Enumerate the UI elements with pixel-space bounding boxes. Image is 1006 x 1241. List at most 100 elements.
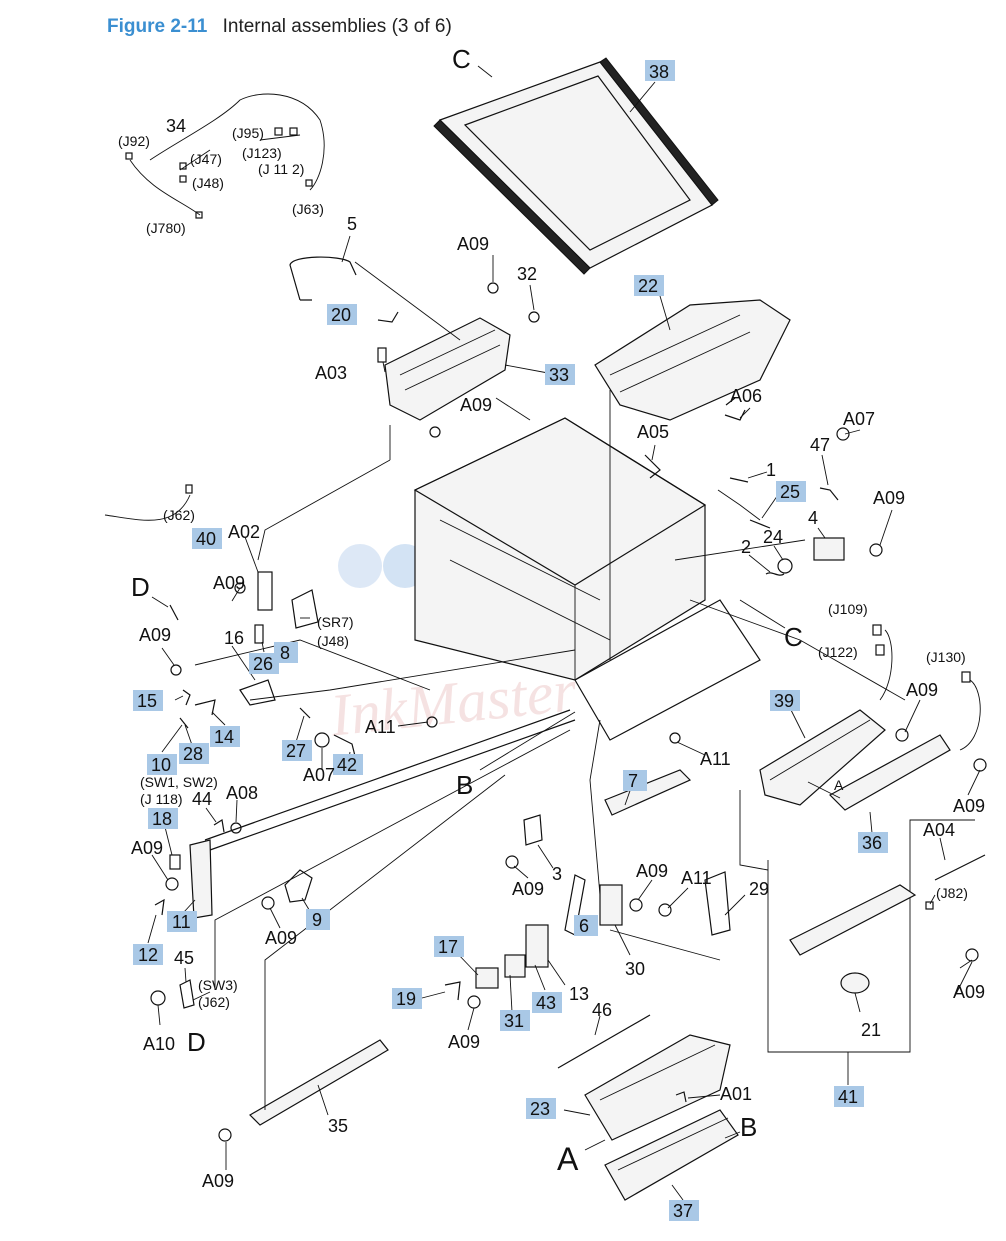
connector-j62-top bbox=[185, 484, 193, 494]
callout-37: 37 bbox=[673, 1201, 693, 1221]
connector-j63 bbox=[305, 179, 313, 187]
spring-20 bbox=[377, 311, 399, 323]
chassis-body bbox=[414, 417, 706, 681]
callout-j109: (J109) bbox=[828, 601, 868, 617]
transfer-belt-roller-right bbox=[599, 57, 719, 206]
callout-a09-35: A09 bbox=[202, 1171, 234, 1191]
callout-17: 17 bbox=[438, 937, 458, 957]
callout-32: 32 bbox=[517, 264, 537, 284]
gear-31 bbox=[504, 954, 526, 978]
callout-16: 16 bbox=[224, 628, 244, 648]
callout-j112: (J 11 2) bbox=[258, 161, 304, 177]
callout-a07-right: A07 bbox=[843, 409, 875, 429]
screw-a09-mid bbox=[170, 664, 182, 676]
bracket-16 bbox=[239, 679, 276, 706]
callout-23: 23 bbox=[530, 1099, 550, 1119]
connector-j82 bbox=[925, 901, 934, 910]
callout-c-top: C bbox=[452, 44, 471, 74]
screw-a09-solenoid bbox=[869, 543, 883, 557]
screw-a10 bbox=[150, 990, 166, 1006]
callout-a07-left: A07 bbox=[303, 765, 335, 785]
callout-j48-sensor: (J48) bbox=[317, 633, 349, 649]
switch-45 bbox=[179, 979, 195, 1009]
bushing-32 bbox=[528, 311, 540, 323]
callout-j122: (J122) bbox=[818, 644, 858, 660]
callout-a09-left: A09 bbox=[213, 573, 245, 593]
cable-40 bbox=[104, 494, 191, 521]
callout-46: 46 bbox=[592, 1000, 612, 1020]
callout-a03: A03 bbox=[315, 363, 347, 383]
figure-number: Figure 2-11 bbox=[107, 16, 208, 37]
screw-a09-31 bbox=[467, 995, 481, 1009]
callout-j63: (J63) bbox=[292, 201, 324, 217]
callout-a09-30: A09 bbox=[636, 861, 668, 881]
transfer-belt-inner bbox=[463, 75, 691, 251]
e-ring-a07 bbox=[836, 427, 850, 441]
callout-34: 34 bbox=[166, 116, 186, 136]
connector-j112 bbox=[289, 127, 298, 136]
sensor-8 bbox=[291, 589, 319, 629]
roller-46 bbox=[557, 1014, 651, 1069]
screw-a09-39 bbox=[895, 728, 909, 742]
callout-39: 39 bbox=[774, 691, 794, 711]
bracket-30 bbox=[599, 884, 623, 926]
watermark-dot-1 bbox=[338, 544, 382, 588]
callout-sr7: (SR7) bbox=[317, 614, 354, 630]
callout-a05: A05 bbox=[637, 422, 669, 442]
chassis-lower-tray bbox=[574, 599, 761, 741]
callout-36: 36 bbox=[862, 833, 882, 853]
rod-left bbox=[204, 709, 571, 841]
screw-a09-41 bbox=[965, 948, 979, 962]
gear-24 bbox=[777, 558, 793, 574]
callout-26: 26 bbox=[253, 654, 273, 674]
screw-a09-35 bbox=[218, 1128, 232, 1142]
callout-j123: (J123) bbox=[242, 145, 282, 161]
spring-1 bbox=[729, 477, 749, 483]
fuser-33-body bbox=[384, 317, 511, 421]
gear-bracket-17 bbox=[475, 967, 499, 989]
fuser-assembly-22 bbox=[594, 299, 791, 421]
pickup-assembly-41 bbox=[789, 884, 917, 956]
callout-45: 45 bbox=[174, 948, 194, 968]
callout-a09-36: A09 bbox=[953, 796, 985, 816]
spring-2 bbox=[765, 572, 785, 576]
bracket-a06 bbox=[724, 397, 746, 421]
bracket-a02 bbox=[257, 571, 273, 611]
callout-31: 31 bbox=[504, 1011, 524, 1031]
cable-harness-34 bbox=[125, 93, 325, 219]
connector-j130 bbox=[961, 671, 971, 683]
screw-a09-fuser bbox=[429, 426, 441, 438]
callout-41: 41 bbox=[838, 1087, 858, 1107]
callout-8: 8 bbox=[280, 643, 290, 663]
screw-a03 bbox=[377, 347, 387, 363]
screw-a09-36 bbox=[973, 758, 987, 772]
washer-a08 bbox=[230, 822, 242, 834]
callout-27: 27 bbox=[286, 741, 306, 761]
rod-left-2 bbox=[209, 719, 576, 851]
pickup-39-rib bbox=[769, 719, 871, 781]
callout-6: 6 bbox=[579, 916, 589, 936]
callout-24: 24 bbox=[763, 527, 783, 547]
callout-14: 14 bbox=[214, 727, 234, 747]
screw-a09-left bbox=[234, 582, 246, 594]
callout-43: 43 bbox=[536, 993, 556, 1013]
callout-j82: (J82) bbox=[936, 885, 968, 901]
callout-c-mid: C bbox=[784, 622, 803, 652]
callout-38: 38 bbox=[649, 62, 669, 82]
bracket-9 bbox=[284, 869, 313, 903]
callout-a04: A04 bbox=[923, 820, 955, 840]
callout-j95: (J95) bbox=[232, 125, 264, 141]
callout-18: 18 bbox=[152, 809, 172, 829]
callout-a09-39: A09 bbox=[906, 680, 938, 700]
callout-b-mid: B bbox=[456, 770, 473, 800]
chassis-top bbox=[413, 417, 707, 586]
fuser-22-ribs bbox=[609, 314, 741, 376]
callout-a11-left: A11 bbox=[365, 717, 396, 737]
transfer-roller-assembly-23 bbox=[584, 1034, 731, 1141]
cable-right bbox=[879, 629, 981, 751]
callout-30: 30 bbox=[625, 959, 645, 979]
screw-a09-top bbox=[487, 282, 499, 294]
transfer-belt-roller-left bbox=[433, 119, 591, 275]
connector-j48 bbox=[179, 175, 187, 183]
callout-5: 5 bbox=[347, 214, 357, 234]
